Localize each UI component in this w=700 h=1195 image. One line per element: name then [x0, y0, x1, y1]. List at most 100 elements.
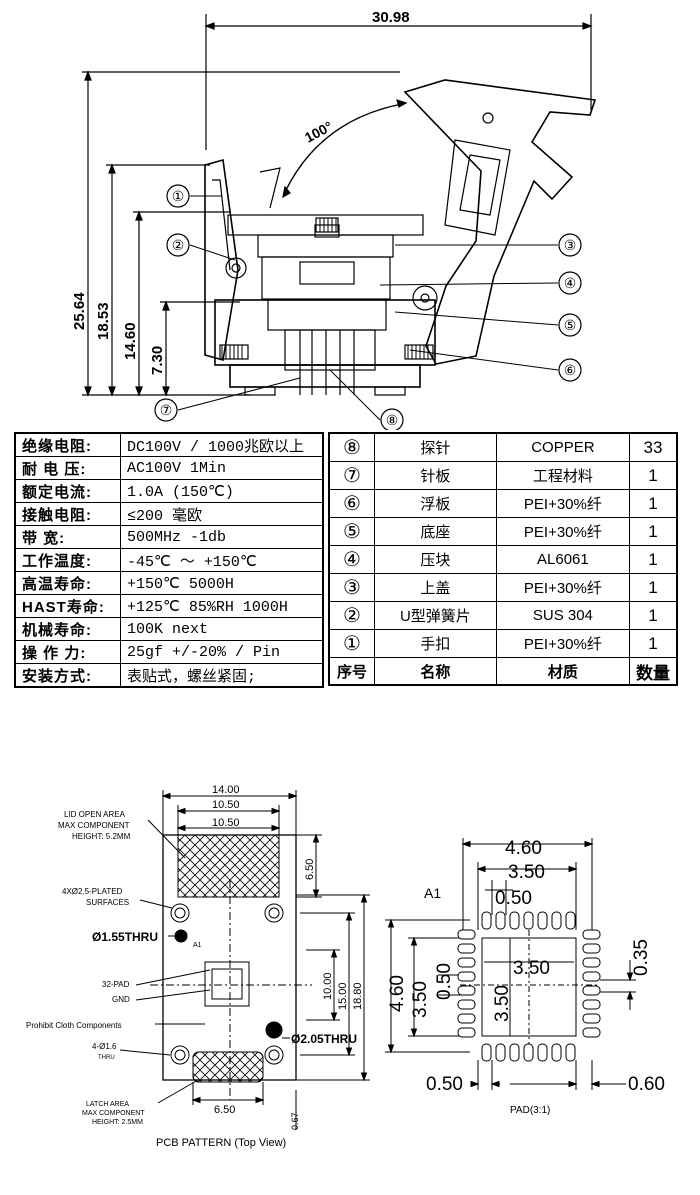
spec-label: 工作温度: — [14, 548, 121, 572]
spec-value: 表贴式，螺丝紧固; — [120, 663, 324, 688]
bom-header-qty: 数量 — [629, 657, 678, 686]
pcb-dim-14: 14.00 — [212, 784, 240, 796]
prohibit-label: Prohibit Cloth Components — [26, 1021, 122, 1030]
spec-value: 25gf +/-20% / Pin — [120, 640, 324, 664]
bom-name: 手扣 — [374, 629, 497, 658]
table-row: 安装方式:表贴式，螺丝紧固; — [14, 663, 324, 688]
callout-2: ② — [172, 237, 185, 253]
spec-value: -45℃ ～ +150℃ — [120, 548, 324, 572]
thru-205-label: Ø2.05THRU — [291, 1032, 357, 1046]
pad-dim-3-5-top: 3.50 — [508, 862, 545, 883]
table-row: 高温寿命:+150℃ 5000H — [14, 571, 324, 595]
spec-value: DC100V / 1000兆欧以上 — [120, 432, 324, 457]
spec-label: 机械寿命: — [14, 617, 121, 641]
bom-header-no: 序号 — [328, 657, 375, 686]
bom-material: PEI+30%纤 — [495, 573, 631, 602]
bom-qty: 1 — [629, 629, 678, 658]
spec-label: 绝缘电阻: — [14, 432, 121, 457]
pcb-caption: PCB PATTERN (Top View) — [156, 1137, 286, 1149]
dim-25-64: 25.64 — [71, 292, 88, 330]
pad-dim-0-35: 0.35 — [631, 939, 652, 976]
bom-no: ⑤ — [328, 517, 375, 546]
pad-dim-4-6-top: 4.60 — [505, 838, 542, 859]
hole16-label-2: THRU — [98, 1055, 115, 1061]
bom-qty: 1 — [629, 601, 678, 630]
bom-name: 针板 — [374, 461, 497, 490]
bom-no: ② — [328, 601, 375, 630]
table-row: HAST寿命:+125℃ 85%RH 1000H — [14, 594, 324, 618]
dim-7-30: 7.30 — [149, 346, 166, 375]
bom-material: PEI+30%纤 — [495, 517, 631, 546]
spec-label: 耐 电 压: — [14, 456, 121, 480]
lid-open-label-3: HEIGHT: 5.2MM — [72, 832, 131, 841]
latch-label-2: MAX COMPONENT — [82, 1110, 145, 1117]
pcb-dim-10-5b: 10.50 — [212, 817, 240, 829]
dim-14-60: 14.60 — [122, 322, 139, 360]
dim-18-53: 18.53 — [95, 302, 112, 340]
plated-label-2: SURFACES — [86, 898, 129, 907]
spec-value: 1.0A (150℃) — [120, 479, 324, 503]
spec-value: ≤200 毫欧 — [120, 502, 324, 526]
bom-qty: 1 — [629, 573, 678, 602]
table-row: 带 宽:500MHz -1db — [14, 525, 324, 549]
pad-a1-label: A1 — [424, 885, 441, 901]
pad-dim-0-5-left: 0.50 — [434, 963, 455, 1000]
latch-label-3: HEIGHT: 2.5MM — [92, 1119, 143, 1126]
bom-material: AL6061 — [495, 545, 631, 574]
angle-100: 100° — [302, 118, 335, 146]
spec-value: +125℃ 85%RH 1000H — [120, 594, 324, 618]
lid-open-label-1: LID OPEN AREA — [64, 810, 126, 819]
bom-material: PEI+30%纤 — [495, 489, 631, 518]
bom-name: U型弹簧片 — [374, 601, 497, 630]
bom-qty: 1 — [629, 517, 678, 546]
spec-label: 操 作 力: — [14, 640, 121, 664]
bom-material: PEI+30%纤 — [495, 629, 631, 658]
pcb-dim-10-5a: 10.50 — [212, 799, 240, 811]
bom-no: ⑧ — [328, 432, 375, 462]
pad-caption: PAD(3:1) — [510, 1105, 550, 1116]
bom-qty: 33 — [629, 432, 678, 462]
pcb-dim-bottom: 6.50 — [214, 1104, 235, 1116]
bom-name: 探针 — [374, 432, 497, 462]
callout-6: ⑥ — [564, 362, 577, 378]
bom-qty: 1 — [629, 545, 678, 574]
spec-value: +150℃ 5000H — [120, 571, 324, 595]
dim-30-98: 30.98 — [372, 9, 410, 26]
bom-name: 上盖 — [374, 573, 497, 602]
thru-155-label: Ø1.55THRU — [92, 930, 158, 944]
callout-3: ③ — [564, 237, 577, 253]
bom-header-row: 序号名称材质数量 — [328, 657, 678, 686]
bom-no: ① — [328, 629, 375, 658]
bom-no: ⑥ — [328, 489, 375, 518]
pad-dim-4-6-left: 4.60 — [387, 975, 408, 1012]
spec-value: 100K next — [120, 617, 324, 641]
pad32-label: 32-PAD — [102, 980, 130, 989]
bom-qty: 1 — [629, 461, 678, 490]
pad-dim-0-5-bottom: 0.50 — [426, 1074, 463, 1095]
callout-4: ④ — [564, 275, 577, 291]
table-row: 操 作 力:25gf +/-20% / Pin — [14, 640, 324, 664]
spec-label: 安装方式: — [14, 663, 121, 688]
spec-label: 额定电流: — [14, 479, 121, 503]
pad-dim-3-5-center-h: 3.50 — [513, 958, 550, 979]
table-row: 工作温度:-45℃ ～ +150℃ — [14, 548, 324, 572]
bom-material: SUS 304 — [495, 601, 631, 630]
table-row: 绝缘电阻:DC100V / 1000兆欧以上 — [14, 432, 324, 457]
bom-name: 压块 — [374, 545, 497, 574]
table-row: 额定电流:1.0A (150℃) — [14, 479, 324, 503]
pcb-dim-18-8: 18.80 — [352, 982, 364, 1010]
callout-1: ① — [172, 188, 185, 204]
pcb-dim-15: 15.00 — [337, 982, 349, 1010]
table-row: 接触电阻:≤200 毫欧 — [14, 502, 324, 526]
bom-material: COPPER — [495, 432, 631, 462]
pad-dim-0-6-bottom: 0.60 — [628, 1074, 665, 1095]
bom-no: ⑦ — [328, 461, 375, 490]
